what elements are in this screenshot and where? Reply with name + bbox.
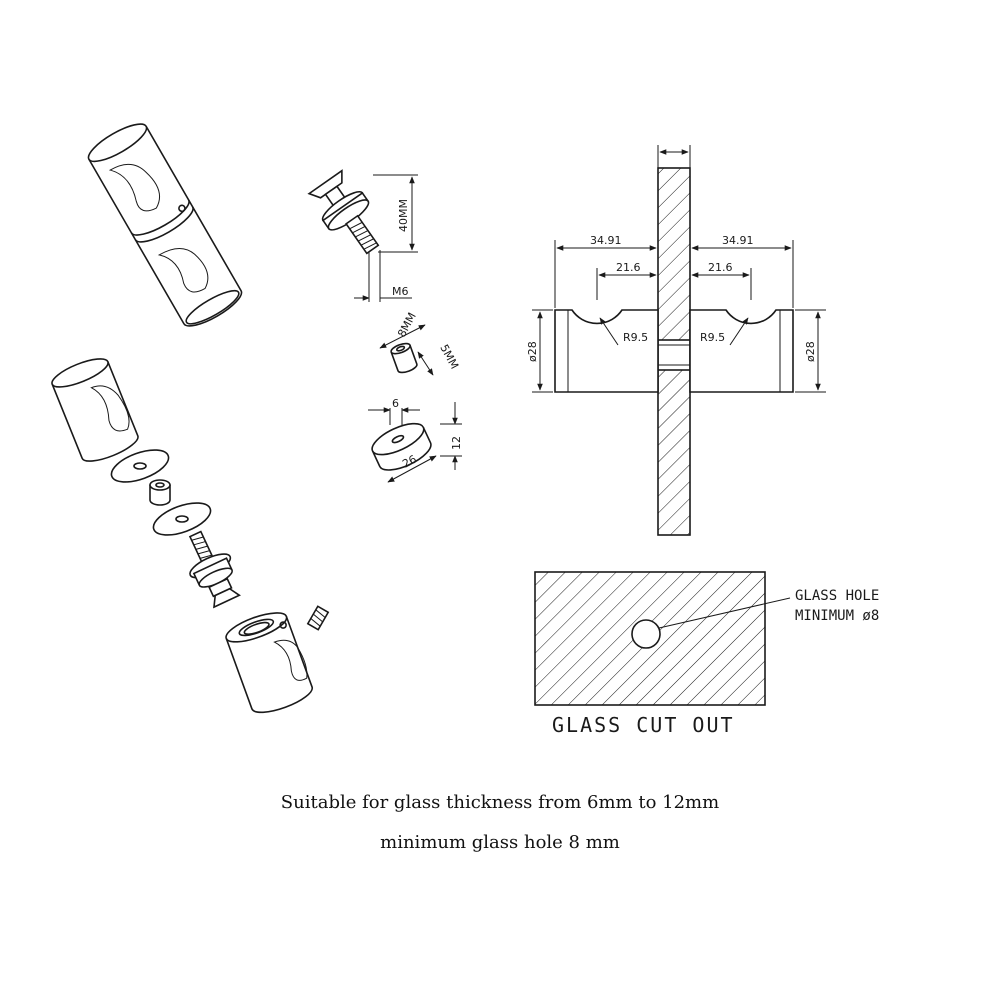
glass-hole-label-line2: MINIMUM ø8 <box>795 608 879 624</box>
washer-hole-label: 6 <box>392 397 399 410</box>
sleeve-detail: 8MM 5MM <box>379 310 461 376</box>
screw-detail: 40MM M6 <box>307 169 418 302</box>
left-radius-label: R9.5 <box>623 331 648 344</box>
assembled-knob <box>87 123 243 327</box>
right-length-label: 34.91 <box>722 234 754 247</box>
glass-hole <box>631 619 661 649</box>
washer-thickness-label: 12 <box>450 436 463 450</box>
thread-label: M6 <box>392 285 409 298</box>
glass-hole-label-line1: GLASS HOLE <box>795 588 879 604</box>
glass-cutout-title: GLASS CUT OUT <box>552 713 735 737</box>
left-diameter-label: ø28 <box>526 341 539 362</box>
washer-diameter-label: 26 <box>400 453 418 471</box>
exploded-knob <box>51 358 330 714</box>
caption-glass-thickness: Suitable for glass thickness from 6mm to… <box>280 792 720 813</box>
sleeve-diameter-label: 5MM <box>437 342 461 371</box>
glass-section-view: 34.91 21.6 R9.5 ø28 34.91 21.6 R9.5 ø28 <box>526 145 826 536</box>
washer-detail: 6 26 12 <box>368 397 463 483</box>
right-radius-label: R9.5 <box>700 331 725 344</box>
glass-cutout: GLASS HOLE MINIMUM ø8 GLASS CUT OUT <box>534 571 879 737</box>
left-inner-label: 21.6 <box>616 261 641 274</box>
caption-glass-hole: minimum glass hole 8 mm <box>380 832 620 853</box>
left-length-label: 34.91 <box>590 234 622 247</box>
right-inner-label: 21.6 <box>708 261 733 274</box>
sleeve-length-label: 8MM <box>395 310 419 339</box>
screw-length-label: 40MM <box>397 199 410 232</box>
right-diameter-label: ø28 <box>804 341 817 362</box>
